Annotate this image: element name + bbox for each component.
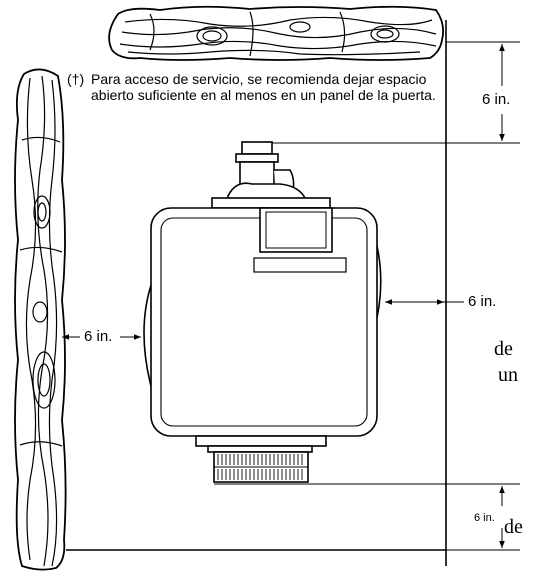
bottom-clearance-label: 6 in. [474, 512, 495, 524]
cutoff-text-de-bottom: de [504, 516, 523, 538]
top-clearance-label: 6 in. [482, 91, 511, 108]
left-wood-log [14, 68, 67, 571]
top-wood-log [108, 5, 445, 61]
cutoff-text-un: un [498, 364, 518, 386]
right-clearance-label: 6 in. [468, 293, 497, 310]
room-walls [66, 20, 447, 566]
left-clearance-label: 6 in. [84, 328, 113, 345]
cutoff-text-de: de [494, 338, 513, 360]
service-access-note-text: Para acceso de servicio, se recomienda d… [91, 71, 436, 103]
top-clearance-dimension [270, 41, 520, 144]
bottom-clearance-dimension [214, 483, 520, 551]
dagger-marker: (†) [67, 71, 85, 87]
heater-unit [143, 141, 382, 483]
